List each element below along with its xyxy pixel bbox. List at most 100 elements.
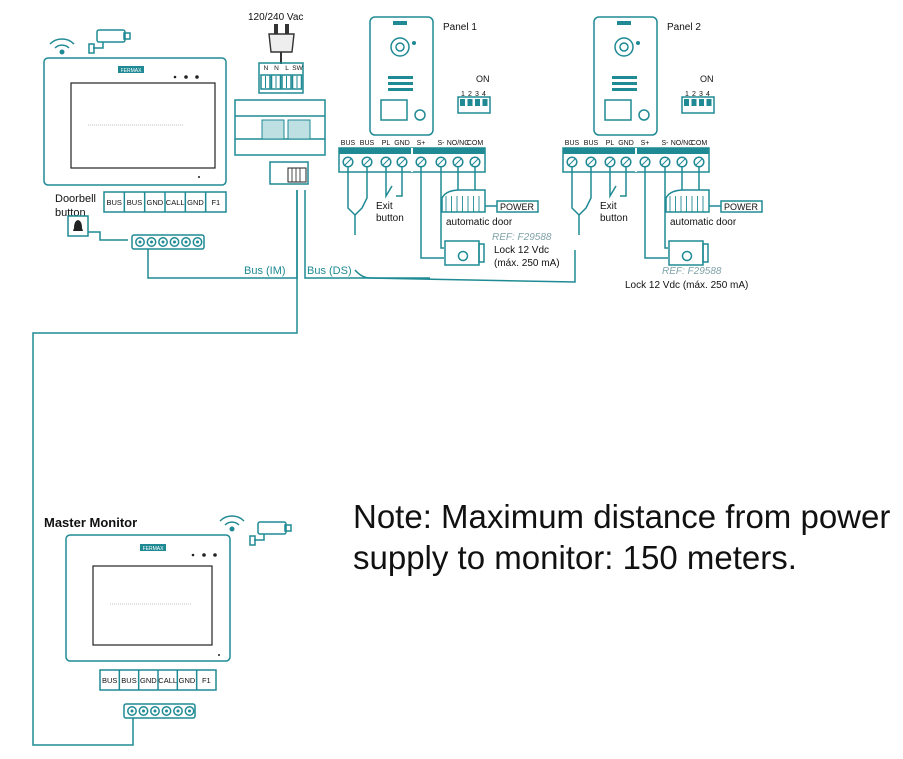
wifi-icon (49, 38, 75, 56)
exit-button-label: button (376, 213, 404, 224)
terminal-screw (342, 156, 354, 168)
call-button-icon (414, 109, 426, 121)
panel-terminal-label: S- (438, 140, 446, 147)
power-terminal: SW (292, 65, 303, 72)
terminal-screw (415, 156, 427, 168)
terminal-screw (620, 156, 632, 168)
monitor-terminal: CALL (158, 676, 177, 685)
doorbell-label-1: Doorbell (55, 193, 96, 205)
automatic-door-icon (665, 189, 710, 213)
lock-ref-label: REF: F29588 (492, 232, 552, 243)
monitor-master-brand: FERMAX (143, 546, 165, 552)
name-card (380, 99, 408, 121)
connector-screw (158, 237, 168, 247)
terminal-screw (435, 156, 447, 168)
terminal-screw (639, 156, 651, 168)
master-monitor-label: Master Monitor (44, 515, 137, 530)
terminal-screw (585, 156, 597, 168)
monitor-terminal: F1 (202, 676, 211, 685)
dip-number: 3 (475, 91, 479, 98)
monitor-master-connector (123, 703, 196, 719)
exit-button-label: button (600, 213, 628, 224)
connector-screw (173, 706, 183, 716)
panel-terminal-label: NO/NC (447, 140, 470, 147)
panel-title: Panel 2 (667, 22, 701, 33)
lock-ref-label: REF: F29588 (662, 266, 722, 277)
monitor-master: FERMAX (65, 534, 231, 662)
connector-screw (161, 706, 172, 716)
lock-label: Lock 12 Vdc (494, 245, 549, 256)
terminal-screw (659, 156, 671, 168)
panel-terminal-label: NO/NC (671, 140, 694, 147)
panel-terminal-label: S+ (417, 140, 426, 147)
connector-screw (192, 237, 203, 247)
doorbell-label-2: button (55, 207, 86, 219)
dip-number: 1 (461, 91, 465, 98)
lock-icon (668, 240, 704, 266)
dip-number: 2 (692, 91, 696, 98)
dip-switch (681, 96, 715, 114)
dip-number: 1 (685, 91, 689, 98)
automatic-door-icon (441, 189, 486, 213)
power-terminal: L (285, 65, 289, 72)
camera-lens-icon (390, 37, 410, 57)
monitor-top-connector (131, 234, 205, 250)
power-label: POWER (724, 202, 759, 212)
lock-label: (máx. 250 mA) (494, 258, 560, 269)
panel-terminal-label: PL (382, 140, 391, 147)
panel-terminal-label: GND (618, 140, 634, 147)
door-panel (369, 16, 434, 136)
panel-title: Panel 1 (443, 22, 477, 33)
dip-on-label: ON (476, 74, 490, 84)
camera-lens-icon (614, 37, 634, 57)
panel-terminal-label: BUS (565, 140, 580, 147)
power-terminal: N (274, 65, 279, 72)
power-label: POWER (500, 202, 535, 212)
connector-screw (169, 237, 180, 247)
connector-screw (150, 706, 160, 716)
terminal-screw (452, 156, 464, 168)
terminal-screw (469, 156, 481, 168)
lock-icon (444, 240, 480, 266)
dip-number: 3 (699, 91, 703, 98)
terminal-screw (396, 156, 408, 168)
exit-button-label: Exit (600, 201, 617, 212)
door-panel (593, 16, 658, 136)
monitor-terminal: BUS (102, 676, 117, 685)
distance-note: Note: Maximum distance from power supply… (353, 498, 891, 576)
plug-icon (268, 24, 295, 64)
connector-screw (135, 237, 145, 247)
monitor-terminal: GND (187, 198, 204, 207)
automatic-door-label: automatic door (446, 217, 513, 228)
monitor-terminal: BUS (127, 198, 142, 207)
power-terminal-screw (281, 74, 292, 90)
power-terminal-screw (260, 74, 271, 90)
terminal-screw (361, 156, 373, 168)
monitor-top: FERMAX (43, 57, 227, 186)
terminal-screw (566, 156, 578, 168)
monitor-terminal: CALL (166, 198, 185, 207)
monitor-terminal: BUS (106, 198, 121, 207)
monitor-terminal: GND (146, 198, 163, 207)
terminal-screw (676, 156, 688, 168)
bus-im-label: Bus (IM) (244, 265, 286, 277)
connector-screw (184, 706, 195, 716)
dip-switch (457, 96, 491, 114)
panel-terminal-label: COM (467, 140, 484, 147)
power-terminal-screw (291, 74, 303, 90)
dip-number: 4 (482, 91, 486, 98)
monitor-terminal: GND (179, 676, 196, 685)
call-button-icon (638, 109, 650, 121)
name-card (604, 99, 632, 121)
terminal-screw (693, 156, 705, 168)
panel-terminal-label: S- (662, 140, 670, 147)
bus-ds-label: Bus (DS) (307, 265, 352, 277)
power-voltage-label: 120/240 Vac (248, 12, 303, 23)
panel-terminal-label: COM (691, 140, 708, 147)
panel-terminal-label: BUS (360, 140, 375, 147)
